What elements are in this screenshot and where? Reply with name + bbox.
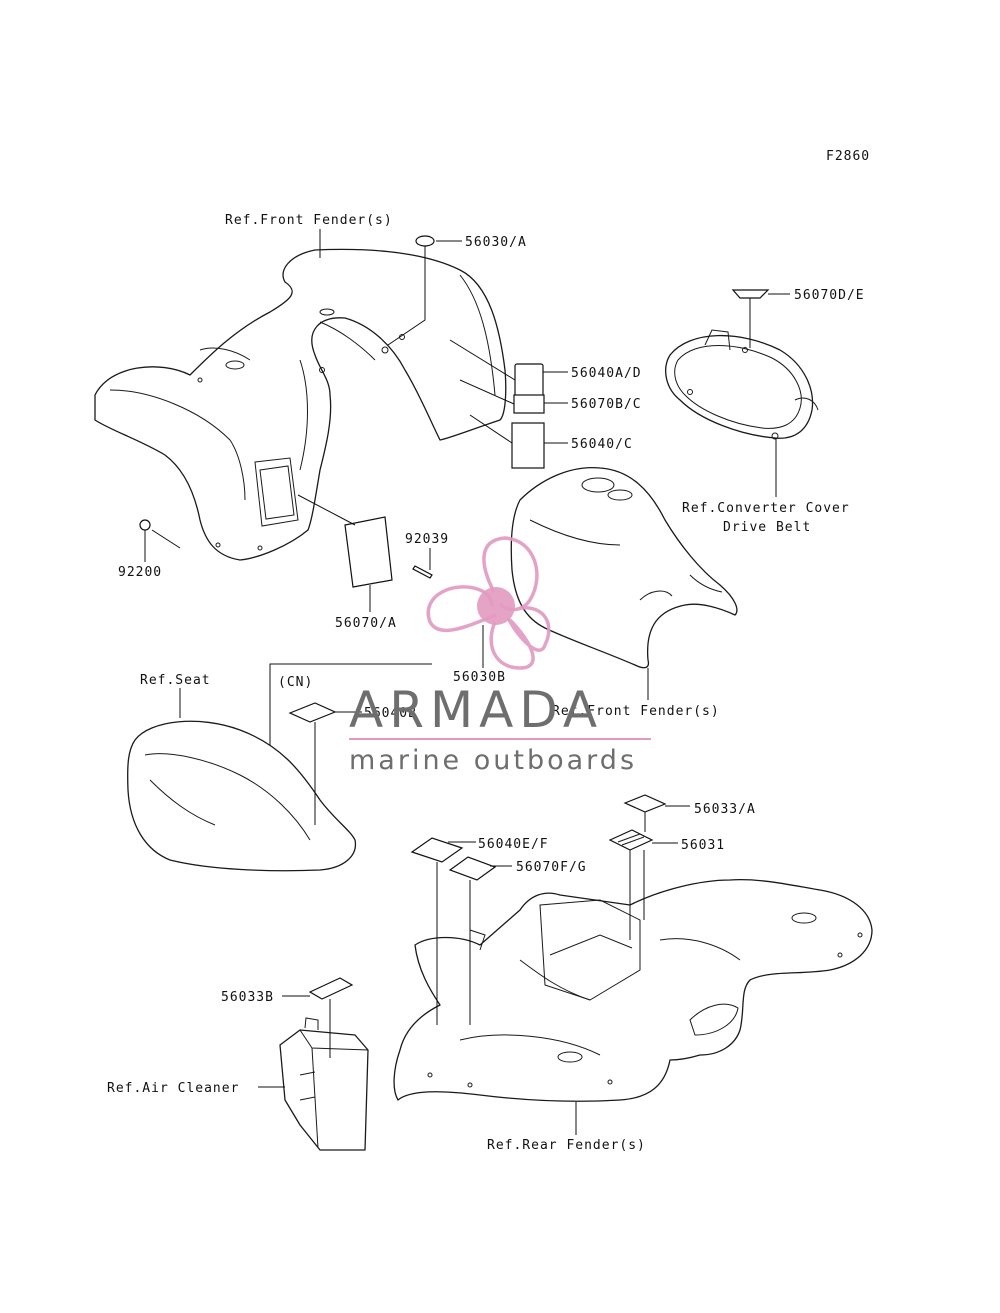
label-56031: 56031 [681, 838, 725, 853]
propeller-hub [477, 587, 515, 625]
decal-56070a [344, 516, 393, 588]
label-ref-seat: Ref.Seat [140, 673, 211, 688]
label-56070bc: 56070B/C [571, 397, 642, 412]
decal-56040ef [410, 837, 464, 863]
decal-56040c [511, 422, 545, 469]
label-92200: 92200 [118, 565, 162, 580]
decal-56033a [623, 794, 667, 813]
label-56033b: 56033B [221, 990, 274, 1005]
decal-56040ad [514, 363, 544, 397]
decal-92200 [139, 519, 151, 531]
figure-code: F2860 [826, 149, 870, 164]
label-ref-rear-fender: Ref.Rear Fender(s) [487, 1138, 646, 1153]
air-cleaner [279, 1017, 369, 1151]
labels: F2860 Ref.Front Fender(s) 56030/A 56070D… [107, 149, 870, 1153]
decal-56040b [288, 702, 337, 723]
label-56033a: 56033/A [694, 802, 756, 817]
label-56070a: 56070/A [335, 616, 397, 631]
label-56030a: 56030/A [465, 235, 527, 250]
seat [127, 720, 357, 872]
label-56070fg: 56070F/G [516, 860, 587, 875]
decal-56070de [731, 289, 770, 299]
rear-fender [393, 879, 873, 1102]
label-ref-air-cleaner: Ref.Air Cleaner [107, 1081, 239, 1096]
decals [139, 235, 770, 1000]
decal-56070fg [448, 856, 497, 881]
armada-watermark: ARMADA marine outboards [349, 536, 651, 776]
propeller-logo-icon [426, 536, 551, 670]
label-56040ad: 56040A/D [571, 366, 642, 381]
label-56070de: 56070D/E [794, 288, 865, 303]
front-fender-top [94, 248, 507, 561]
label-drive-belt: Drive Belt [723, 520, 811, 535]
decal-56030a [415, 235, 435, 247]
label-56040ef: 56040E/F [478, 837, 549, 852]
watermark-brand: ARMADA [349, 681, 603, 739]
label-92039: 92039 [405, 532, 449, 547]
label-ref-converter-cover: Ref.Converter Cover [682, 501, 850, 516]
label-ref-front-fender-mid: Ref.Front Fender(s) [552, 704, 720, 719]
converter-cover [665, 329, 819, 440]
decal-56070bc [513, 394, 545, 414]
label-56030b: 56030B [453, 670, 506, 685]
leader-lines [144, 229, 790, 1135]
front-fender-mid [510, 466, 738, 669]
decal-56031 [608, 829, 654, 851]
label-56040c: 56040/C [571, 437, 633, 452]
watermark-tagline: marine outboards [349, 745, 637, 776]
label-56040b: 56040B [364, 706, 417, 721]
label-ref-front-fender-top: Ref.Front Fender(s) [225, 213, 393, 228]
label-cn: (CN) [278, 675, 313, 690]
decal-92039 [412, 565, 433, 579]
decal-56033b [308, 977, 354, 1000]
